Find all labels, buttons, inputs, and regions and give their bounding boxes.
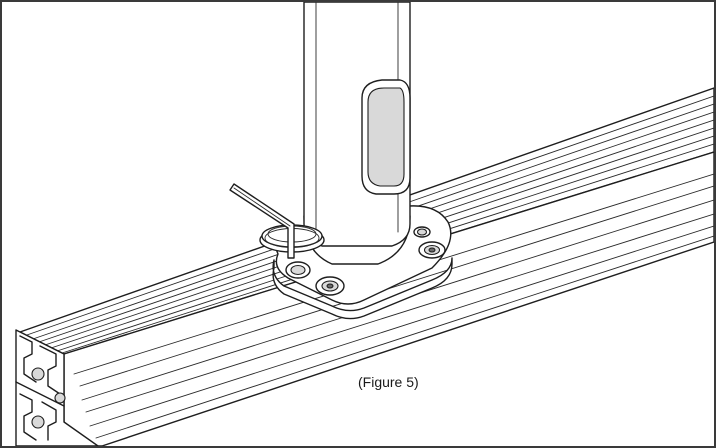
hex-key-tool [229,183,325,259]
figure-caption: (Figure 5) [358,374,419,390]
vertical-tube [303,2,411,265]
